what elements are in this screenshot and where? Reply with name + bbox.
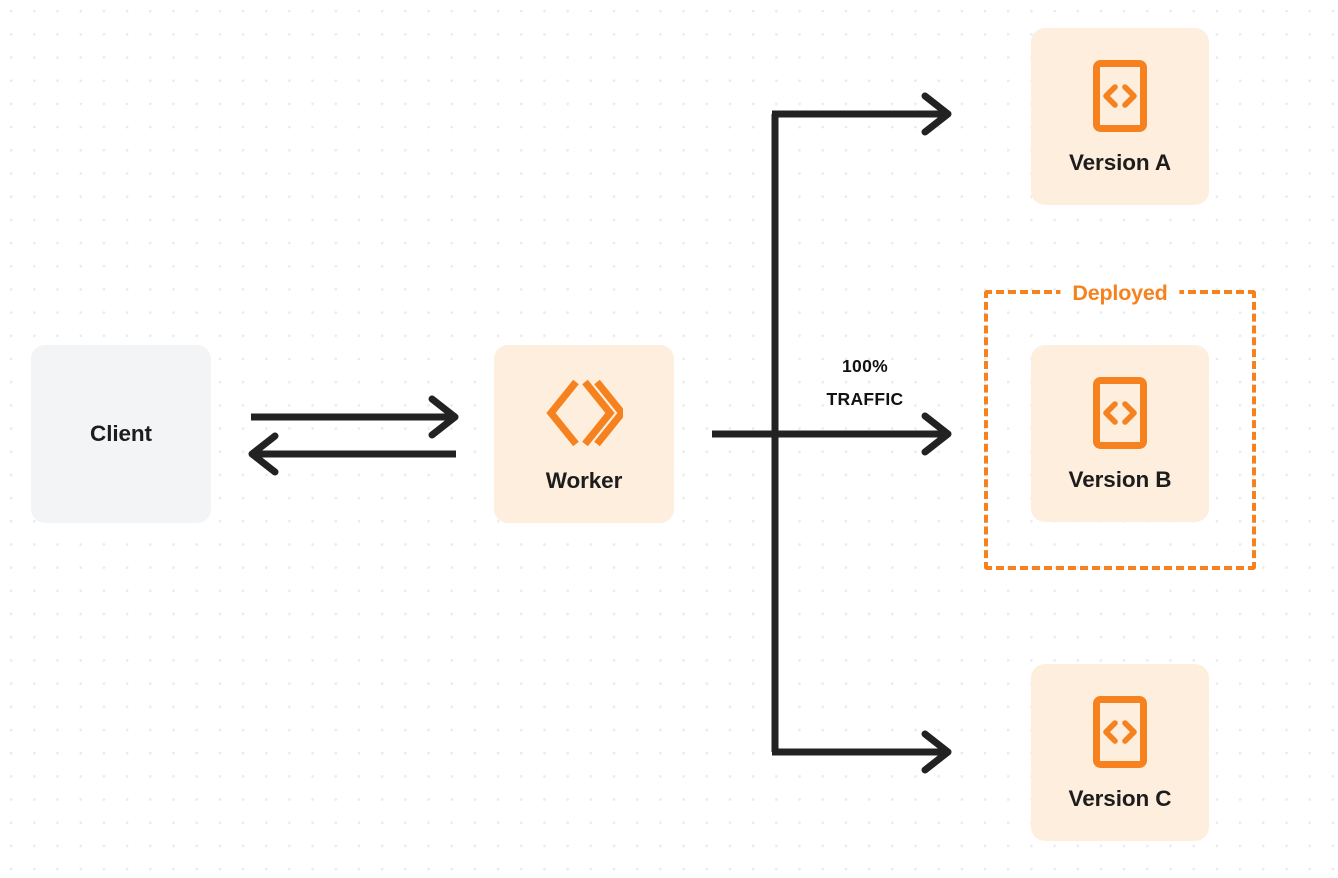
code-file-icon (1092, 695, 1148, 769)
code-file-icon (1092, 59, 1148, 133)
node-version-b[interactable]: Version B (1031, 345, 1209, 522)
edge-trunk-to-version-a (772, 92, 952, 136)
traffic-word: TRAFFIC (826, 389, 904, 409)
node-client-label: Client (90, 420, 152, 446)
node-worker-label: Worker (545, 468, 623, 494)
edge-client-to-worker (251, 395, 459, 439)
edge-worker-to-client (248, 432, 456, 476)
cloudflare-workers-icon (545, 375, 627, 451)
traffic-label: 100% TRAFFIC (790, 350, 940, 416)
deployed-group: Deployed (984, 278, 1256, 570)
node-version-a-label: Version A (1068, 149, 1172, 175)
deployed-group-label: Deployed (1060, 278, 1180, 308)
node-version-b-label: Version B (1068, 466, 1172, 492)
traffic-percent: 100% (842, 356, 888, 376)
edge-trunk-to-version-c (772, 730, 952, 774)
code-file-icon (1092, 376, 1148, 450)
node-version-c-label: Version C (1068, 785, 1172, 811)
node-worker[interactable]: Worker (494, 345, 674, 523)
node-version-c[interactable]: Version C (1031, 664, 1209, 841)
edge-worker-to-version-b (712, 412, 952, 456)
node-version-a[interactable]: Version A (1031, 28, 1209, 205)
node-client[interactable]: Client (31, 345, 211, 523)
